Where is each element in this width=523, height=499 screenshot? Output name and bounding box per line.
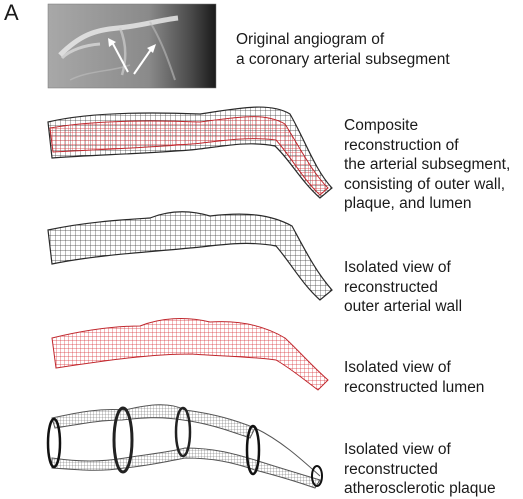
caption-line: Isolated view of (344, 258, 462, 278)
caption-line: a coronary arterial subsegment (236, 50, 450, 70)
caption-plaque: Isolated view of reconstructed atheroscl… (344, 440, 496, 499)
plaque-reconstruction (48, 405, 322, 488)
caption-outer-wall: Isolated view of reconstructed outer art… (344, 258, 462, 317)
caption-line: reconstructed (344, 460, 496, 480)
caption-line: reconstruction of (344, 136, 510, 156)
outer-wall-reconstruction (48, 212, 332, 300)
caption-lumen: Isolated view of reconstructed lumen (344, 358, 484, 397)
angiogram-image (48, 4, 216, 88)
composite-reconstruction (48, 107, 332, 198)
caption-line: Original angiogram of (236, 30, 450, 50)
caption-line: consisting of outer wall, (344, 175, 510, 195)
lumen-reconstruction (52, 319, 328, 390)
caption-line: outer arterial wall (344, 297, 462, 317)
caption-line: Composite (344, 116, 510, 136)
caption-line: Isolated view of (344, 358, 484, 378)
caption-composite: Composite reconstruction of the arterial… (344, 116, 510, 214)
caption-line: reconstructed lumen (344, 378, 484, 398)
caption-line: plaque, and lumen (344, 194, 510, 214)
caption-line: Isolated view of (344, 440, 496, 460)
caption-line: the arterial subsegment, (344, 155, 510, 175)
caption-line: reconstructed (344, 278, 462, 298)
caption-angiogram: Original angiogram of a coronary arteria… (236, 30, 450, 69)
caption-line: atherosclerotic plaque (344, 479, 496, 499)
